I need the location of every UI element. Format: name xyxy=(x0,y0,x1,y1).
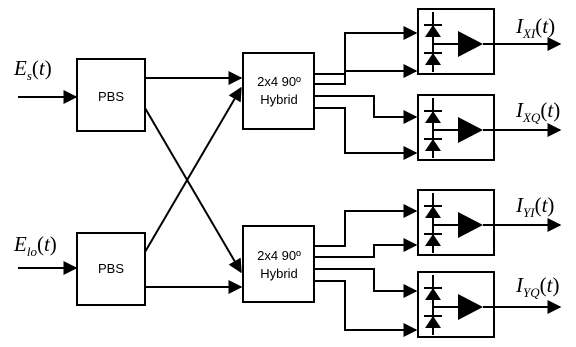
pbs-box-top: PBS xyxy=(76,58,146,132)
hybrid-label-line2: Hybrid xyxy=(260,92,298,107)
hybrid-label-line1: 2x4 90º xyxy=(257,74,301,89)
output-label-yi: IYI(t) xyxy=(515,193,554,220)
photodiode-icon xyxy=(425,111,441,123)
balanced-detector-xi xyxy=(417,8,562,75)
balanced-detector-yq xyxy=(417,271,562,338)
balanced-detectors xyxy=(417,8,562,338)
photodiode-icon xyxy=(425,234,441,246)
hybrid-box-top: 2x4 90º Hybrid xyxy=(242,52,315,130)
photodiode-icon xyxy=(425,139,441,151)
output-label-xi: IXI(t) xyxy=(515,14,555,41)
hybrid-label-line1: 2x4 90º xyxy=(257,248,301,263)
photodiode-icon xyxy=(425,206,441,218)
hybrid-box-bottom: 2x4 90º Hybrid xyxy=(242,225,315,303)
input-label-signal: Es(t) xyxy=(13,56,52,83)
pbs-box-bottom: PBS xyxy=(76,232,146,306)
photodiode-icon xyxy=(425,288,441,300)
hybrid-label-line2: Hybrid xyxy=(260,266,298,281)
connector-pbs2-hybrid1 xyxy=(144,86,242,253)
hybrid-bottom-outputs xyxy=(314,204,418,337)
amplifier-icon xyxy=(458,31,483,57)
output-label-xq: IXQ(t) xyxy=(515,98,560,125)
input-label-lo: Elo(t) xyxy=(13,232,57,259)
photodiode-icon xyxy=(425,316,441,328)
hybrid-top-outputs xyxy=(314,26,418,160)
amplifier-icon xyxy=(458,212,483,238)
amplifier-icon xyxy=(458,294,483,320)
output-label-yq: IYQ(t) xyxy=(515,273,559,300)
photodiode-icon xyxy=(425,53,441,65)
connector-pbs1-hybrid2 xyxy=(144,107,242,274)
photodiode-icon xyxy=(425,25,441,37)
balanced-detector-yi xyxy=(417,189,562,256)
balanced-detector-xq xyxy=(417,94,562,161)
pbs-label: PBS xyxy=(98,89,124,104)
pbs-label: PBS xyxy=(98,261,124,276)
amplifier-icon xyxy=(458,117,483,143)
